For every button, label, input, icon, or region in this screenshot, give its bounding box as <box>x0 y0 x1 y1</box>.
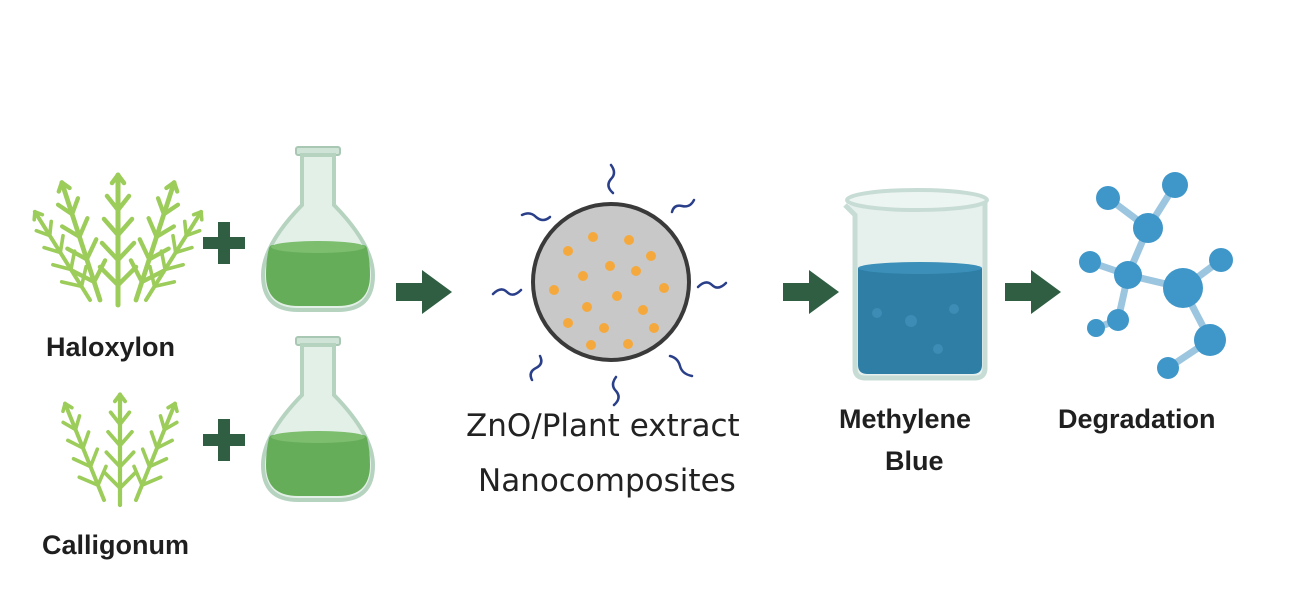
molecule-icon <box>1079 172 1233 379</box>
nanocomposite-label-line1: ZnO/Plant extract <box>466 408 740 444</box>
haloxylon-plant-icon <box>23 175 214 308</box>
right-arrow-icon <box>783 270 839 314</box>
nanoparticle-sphere-icon <box>491 163 728 407</box>
erlenmeyer-flask-icon <box>261 335 375 502</box>
haloxylon-label: Haloxylon <box>46 332 176 362</box>
beaker-icon <box>843 188 989 381</box>
nanocomposite-label-line2: Nanocomposites <box>478 463 736 499</box>
degradation-label: Degradation <box>1058 404 1216 434</box>
plus-icon <box>203 419 245 461</box>
plus-icon <box>203 222 245 264</box>
calligonum-label: Calligonum <box>42 530 189 560</box>
erlenmeyer-flask-icon <box>261 145 375 312</box>
calligonum-plant-icon <box>52 395 189 506</box>
methylene-label-line1: Methylene <box>839 404 972 434</box>
right-arrow-icon <box>1005 270 1061 314</box>
right-arrow-icon <box>396 270 452 314</box>
methylene-label-line2: Blue <box>885 446 944 476</box>
